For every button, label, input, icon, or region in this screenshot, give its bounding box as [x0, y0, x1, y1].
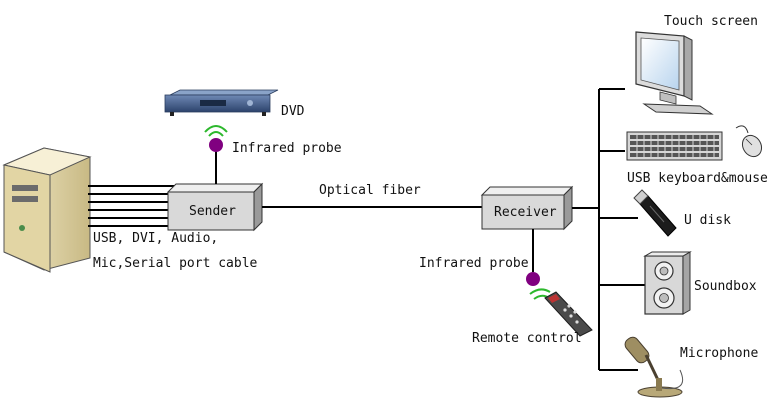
sender-label: Sender [189, 204, 236, 219]
microphone-label: Microphone [680, 346, 758, 361]
output-bus [572, 88, 645, 371]
soundbox-label: Soundbox [694, 279, 757, 294]
usb-drive-icon [633, 189, 677, 237]
infrared-probe-icon [526, 272, 540, 286]
mouse-icon [735, 125, 763, 158]
remote-control-icon [544, 291, 593, 337]
cable-bundle [88, 185, 175, 227]
dvd-player-icon [164, 89, 279, 116]
receiver-label: Receiver [494, 205, 557, 220]
speaker-icon [643, 251, 692, 315]
cable-label-line2: Mic,Serial port cable [93, 256, 258, 271]
keyboard-icon [626, 131, 723, 161]
computer-tower-icon [2, 147, 92, 273]
monitor-icon [635, 31, 714, 115]
dvd-label: DVD [281, 104, 305, 119]
receiver-box: Receiver [480, 185, 574, 231]
remote-control-label: Remote control [472, 331, 582, 346]
sender-box: Sender [166, 182, 264, 232]
keyboard-mouse-label: USB keyboard&mouse [627, 171, 768, 186]
u-disk-label: U disk [684, 213, 731, 228]
infrared-probe-bottom-label: Infrared probe [419, 256, 529, 271]
infrared-probe-icon [204, 125, 228, 184]
optical-fiber-label: Optical fiber [319, 183, 421, 198]
touch-screen-label: Touch screen [664, 14, 758, 29]
cable-label-line1: USB, DVI, Audio, [93, 231, 218, 246]
infrared-probe-top-label: Infrared probe [232, 141, 342, 156]
microphone-icon [624, 336, 684, 398]
